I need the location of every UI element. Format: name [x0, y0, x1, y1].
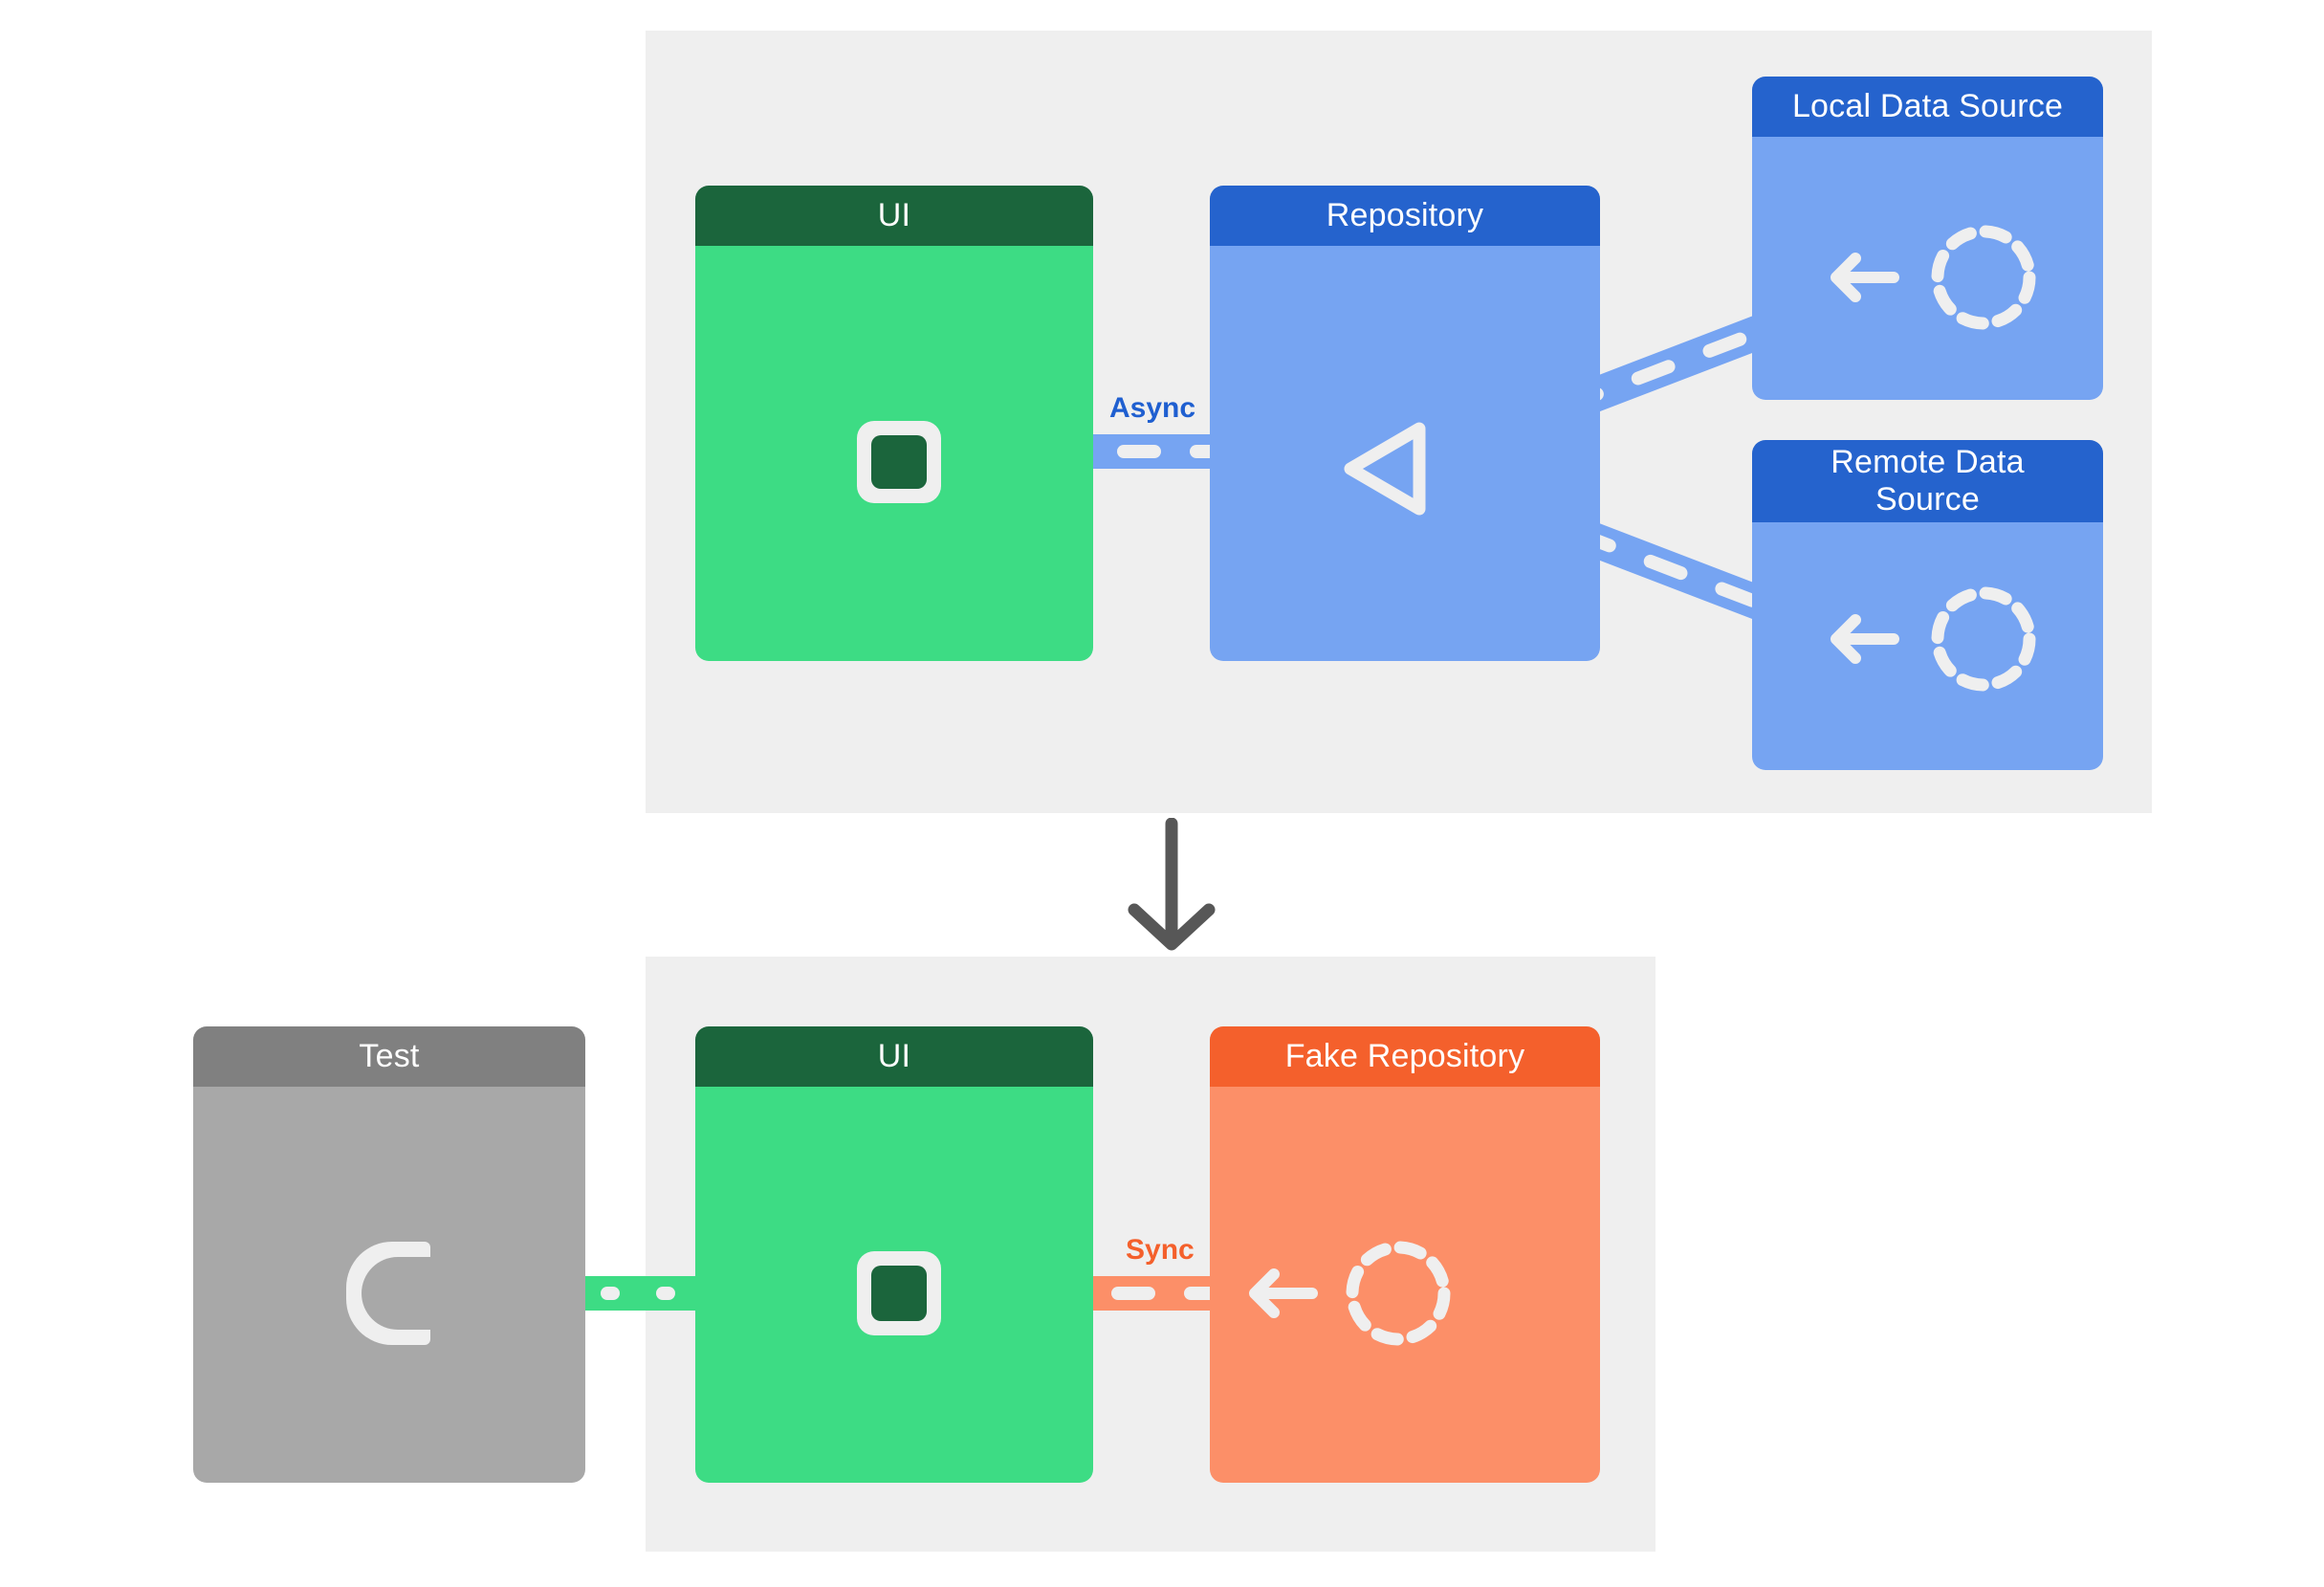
node-repository-title: Repository — [1210, 186, 1600, 246]
plug-core — [871, 435, 927, 489]
node-remote-data-source[interactable]: Remote Data Source — [1752, 440, 2103, 770]
node-ui-test-title: UI — [695, 1026, 1093, 1087]
left-arrow-icon-remote — [1825, 601, 1901, 677]
edge-label-sync: Sync — [1126, 1234, 1195, 1266]
socket-icon-test — [346, 1242, 430, 1345]
node-remote-data-source-title: Remote Data Source — [1752, 440, 2103, 522]
node-test-title: Test — [193, 1026, 585, 1087]
down-arrow-icon — [1119, 818, 1224, 952]
node-ui-title: UI — [695, 186, 1093, 246]
node-fake-repository-body — [1210, 1087, 1600, 1483]
node-ui[interactable]: UI — [695, 186, 1093, 661]
dashed-circle-icon-local — [1924, 218, 2043, 337]
node-remote-data-source-body — [1752, 522, 2103, 770]
node-fake-repository[interactable]: Fake Repository — [1210, 1026, 1600, 1483]
left-triangle-icon — [1337, 421, 1433, 517]
left-arrow-icon-local — [1825, 239, 1901, 316]
node-local-data-source-title: Local Data Source — [1752, 77, 2103, 137]
node-fake-repository-title: Fake Repository — [1210, 1026, 1600, 1087]
node-repository-body — [1210, 246, 1600, 661]
dashed-circle-icon-fake-repository — [1339, 1234, 1458, 1353]
plug-icon-ui-test — [857, 1251, 941, 1335]
plug-icon-ui — [857, 421, 941, 503]
edge-label-async: Async — [1109, 392, 1196, 424]
plug-core — [871, 1266, 927, 1321]
node-local-data-source-body — [1752, 137, 2103, 400]
node-repository[interactable]: Repository — [1210, 186, 1600, 661]
dashed-circle-icon-remote — [1924, 580, 2043, 698]
left-arrow-icon-fake-repository — [1243, 1255, 1320, 1332]
socket-core — [362, 1257, 430, 1330]
node-local-data-source[interactable]: Local Data Source — [1752, 77, 2103, 400]
